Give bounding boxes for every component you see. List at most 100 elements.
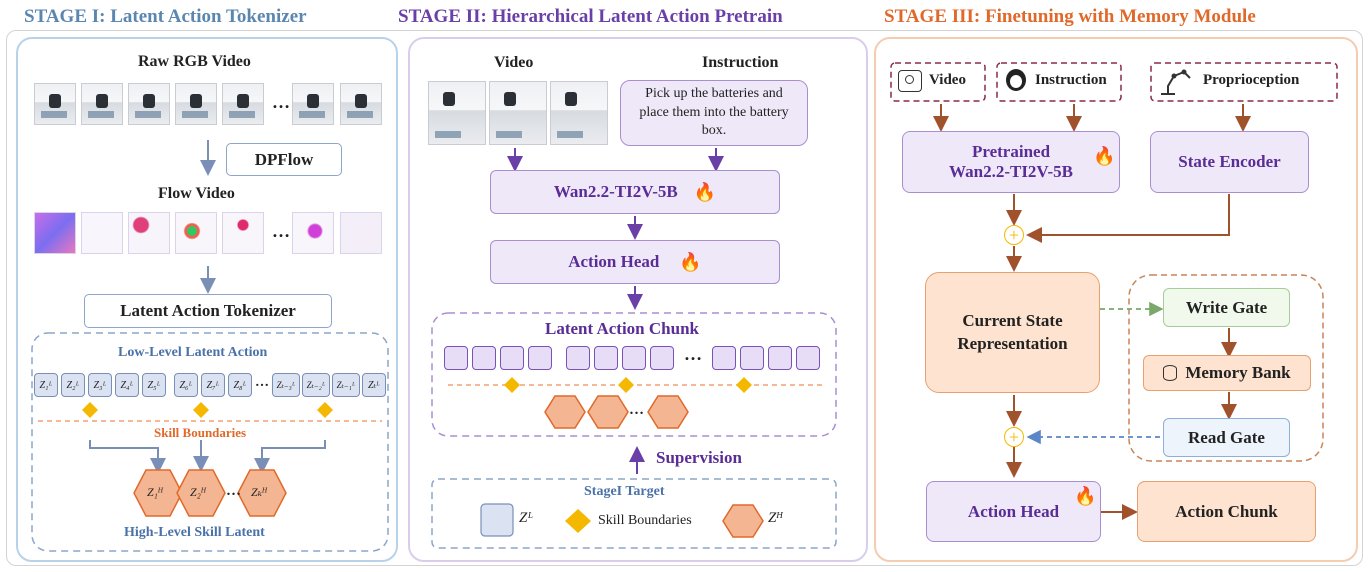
robot-arm-icon <box>1157 66 1195 96</box>
z-low-cell: Zₜ₋₁ᴸ <box>332 373 360 397</box>
raw-frame <box>222 83 264 125</box>
flow-frame <box>340 212 382 254</box>
flow-frame <box>34 212 76 254</box>
wan-label: Wan2.2-TI2V-5B <box>553 182 678 201</box>
legend-zl-label: Zᴸ <box>519 510 534 526</box>
z-high-ellipsis: … <box>226 483 241 499</box>
action-chunk-box: Action Chunk <box>1137 481 1316 542</box>
stage3-video-label: Video <box>929 72 966 88</box>
legend-zl-square <box>480 503 514 537</box>
video-frame <box>428 81 486 145</box>
chunk-cell <box>740 346 764 370</box>
state-encoder-box: State Encoder <box>1150 131 1309 193</box>
chunk-cell <box>594 346 618 370</box>
stage1-title: STAGE I: Latent Action Tokenizer <box>24 6 307 27</box>
legend-zh-label: Zᴴ <box>768 510 782 526</box>
chunk-cell <box>472 346 496 370</box>
stage2-panel <box>408 37 868 562</box>
raw-frame <box>340 83 382 125</box>
flow-ellipsis: … <box>272 221 290 241</box>
chunk-cell <box>622 346 646 370</box>
stage2-instruction-label: Instruction <box>702 54 779 71</box>
skill-boundary-diamond <box>504 377 520 393</box>
target-title: StageI Target <box>584 484 665 499</box>
fire-icon: 🔥 <box>679 251 702 272</box>
z-low-ellipsis: … <box>255 375 269 390</box>
z-high-hex <box>176 469 226 517</box>
raw-frame <box>34 83 76 125</box>
stage3-action-head-label: Action Head <box>967 501 1060 521</box>
z-high-1: Z₁ᴴ <box>147 485 163 499</box>
skill-boundary-diamond <box>82 402 98 418</box>
flow-frame <box>292 212 334 254</box>
plus-circle: + <box>1004 225 1024 245</box>
dpflow-box: DPFlow <box>226 143 342 176</box>
fire-icon: 🔥 <box>693 181 717 202</box>
video-frame <box>550 81 608 145</box>
chunk-cell <box>528 346 552 370</box>
chunk-cell <box>768 346 792 370</box>
wan-box: Wan2.2-TI2V-5B 🔥 <box>490 170 780 214</box>
plus-circle: + <box>1004 427 1024 447</box>
z-high-hex <box>237 469 287 517</box>
chunk-hex <box>587 395 629 429</box>
chunk-cell <box>712 346 736 370</box>
skill-boundary-diamond <box>317 402 333 418</box>
z-low-cell: Z₂ᴸ <box>61 373 85 397</box>
raw-frame <box>128 83 170 125</box>
chunk-hex <box>544 395 586 429</box>
z-low-cell: Z₇ᴸ <box>201 373 225 397</box>
pretrained-line1: Pretrained <box>971 141 1051 161</box>
legend-hex <box>722 504 764 538</box>
memory-bank-label: Memory Bank <box>1185 363 1291 382</box>
stage2-video-label: Video <box>494 54 534 71</box>
chunk-hex <box>647 395 689 429</box>
flow-frame <box>128 212 170 254</box>
latent-action-tokenizer-box: Latent Action Tokenizer <box>84 294 332 328</box>
z-low-cell: Z₈ᴸ <box>228 373 252 397</box>
current-state-box: Current State Representation <box>925 272 1100 393</box>
latent-action-chunk-label: Latent Action Chunk <box>545 319 699 338</box>
person-icon <box>1003 67 1029 95</box>
high-level-label: High-Level Skill Latent <box>124 525 265 540</box>
stage3-instruction-label: Instruction <box>1035 72 1107 88</box>
fire-icon: 🔥 <box>1074 486 1097 506</box>
z-high-k: Zₖᴴ <box>251 485 267 499</box>
stage3-title: STAGE III: Finetuning with Memory Module <box>884 6 1256 27</box>
memory-bank-box: Memory Bank <box>1143 355 1311 391</box>
read-gate-box: Read Gate <box>1163 418 1290 457</box>
fire-icon: 🔥 <box>1093 146 1116 166</box>
hex-ellipsis: … <box>629 402 644 418</box>
video-frame <box>489 81 547 145</box>
z-low-cell: Zₜᴸ <box>362 373 386 397</box>
stage3-panel <box>874 37 1358 562</box>
z-high-2: Z₂ᴴ <box>190 485 206 499</box>
z-low-cell: Z₁ᴸ <box>34 373 58 397</box>
chunk-ellipsis: … <box>684 344 702 364</box>
z-low-cell: Z₃ᴸ <box>88 373 112 397</box>
stage1-panel <box>16 37 398 562</box>
flow-frame <box>222 212 264 254</box>
supervision-label: Supervision <box>656 448 742 467</box>
chunk-cell <box>796 346 820 370</box>
stage2-title: STAGE II: Hierarchical Latent Action Pre… <box>398 6 783 27</box>
raw-frame <box>175 83 217 125</box>
chunk-cell <box>444 346 468 370</box>
camera-icon <box>898 70 922 92</box>
pretrained-line2: Wan2.2-TI2V-5B <box>949 162 1073 181</box>
raw-video-label: Raw RGB Video <box>138 53 251 70</box>
z-low-cell: Z₄ᴸ <box>115 373 139 397</box>
action-head-label: Action Head <box>568 252 660 271</box>
flow-frame <box>175 212 217 254</box>
low-level-label: Low-Level Latent Action <box>118 345 268 360</box>
flow-frame <box>81 212 123 254</box>
skill-boundary-diamond <box>193 402 209 418</box>
instruction-box: Pick up the batteries and place them int… <box>620 80 808 146</box>
z-low-cell: Zₜ₋₂ᴸ <box>302 373 330 397</box>
legend-diamond <box>565 509 591 533</box>
skill-boundary-diamond <box>618 377 634 393</box>
raw-ellipsis: … <box>272 92 290 112</box>
